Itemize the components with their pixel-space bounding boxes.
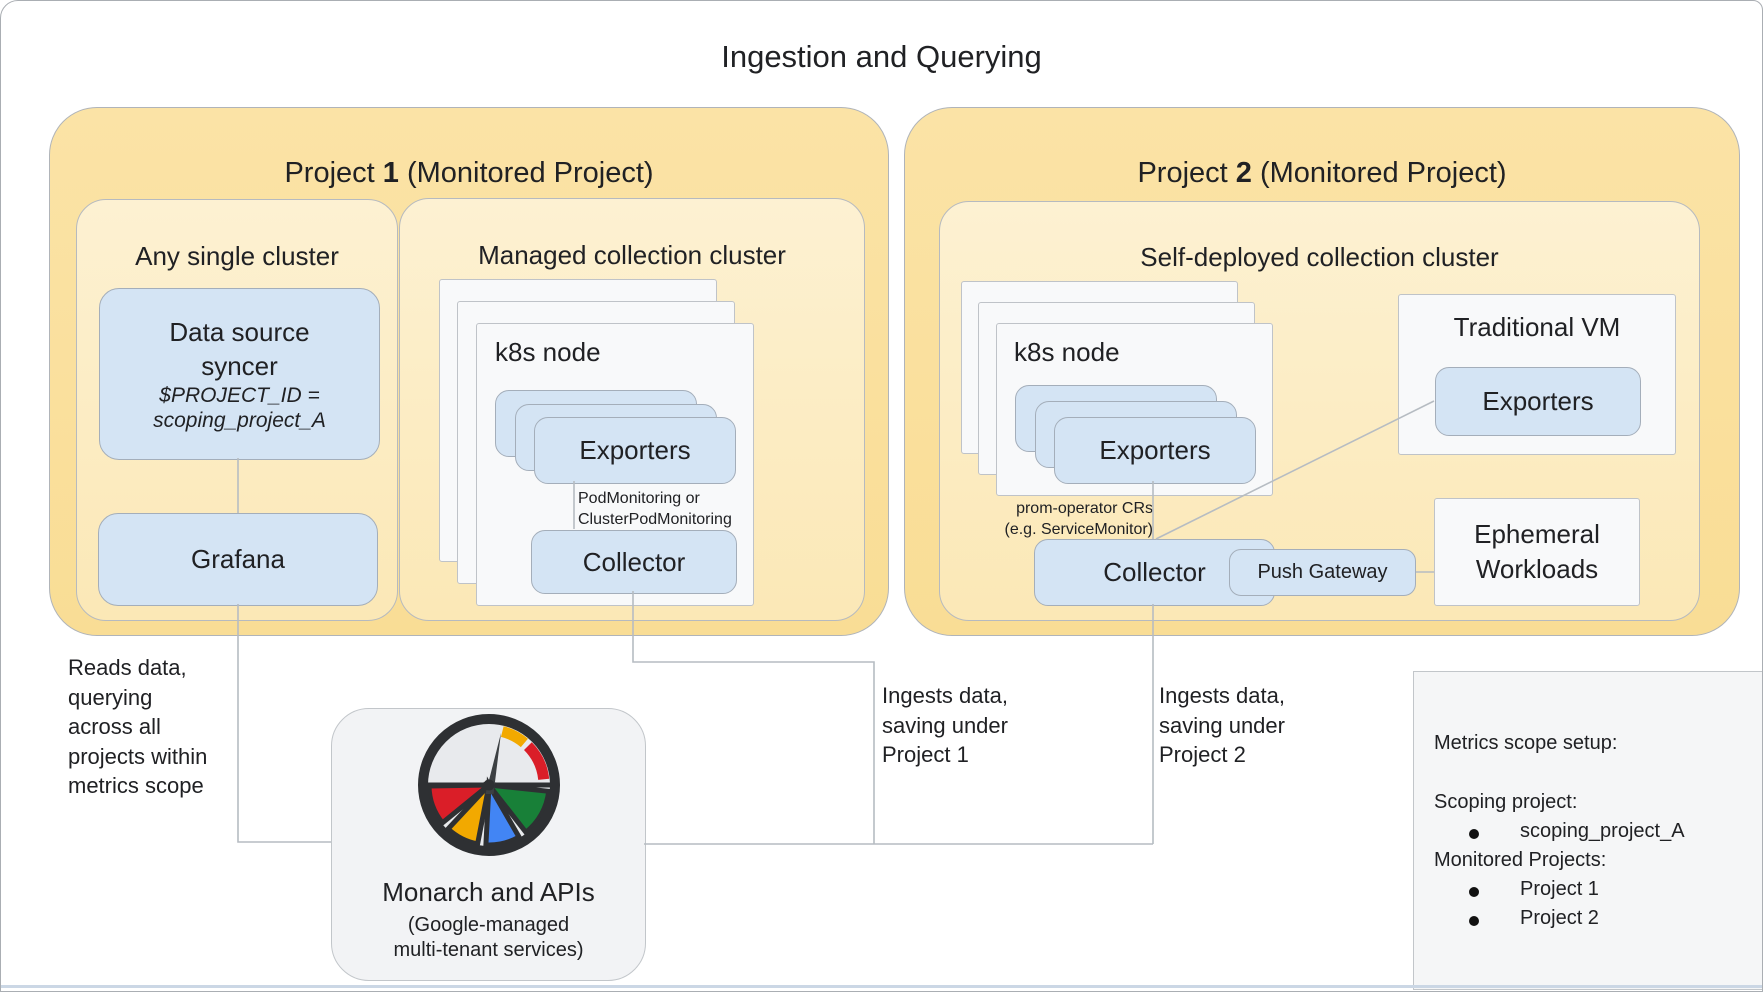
k8s-node-box: k8s node Exporters PodMonitoring or Clus… <box>476 323 754 606</box>
scoping-project-value: scoping_project_A <box>1520 820 1685 842</box>
gauge-rim-red <box>523 742 550 781</box>
exporters-box-p2: Exporters <box>1054 417 1256 484</box>
monitored-projects-label: Monitored Projects: <box>1434 849 1607 871</box>
reads-data-label: Reads data, querying across all projects… <box>68 655 208 798</box>
monarch-title: Monarch and APIs <box>382 877 595 907</box>
exporters-box: Exporters <box>534 417 736 484</box>
window-bottom-edge <box>1 985 1762 988</box>
monarch-subtitle-line2: multi-tenant services) <box>393 939 584 961</box>
k8s-node-label: k8s node <box>495 337 601 367</box>
project-1-title-number: 1 <box>382 157 399 189</box>
project-1-title: Project 1 (Monitored Project) <box>50 157 888 190</box>
project-1-title-prefix: Project <box>284 157 383 189</box>
collector-box-project1: Collector <box>531 530 737 594</box>
ingests-project1-label: Ingests data, saving under Project 1 <box>882 683 1008 767</box>
grafana-label: Grafana <box>191 544 285 574</box>
monarch-box: Monarch and APIs (Google-managed multi-t… <box>331 708 646 981</box>
page-title: Ingestion and Querying <box>721 39 1042 74</box>
gauge-wedge-blue <box>483 776 523 848</box>
ephemeral-workloads-line2: Workloads <box>1475 554 1599 584</box>
prom-operator-note: prom-operator CRs (e.g. ServiceMonitor) <box>953 498 1154 540</box>
gauge-hub <box>483 779 495 791</box>
push-gateway-box: Push Gateway <box>1229 549 1416 596</box>
gauge-wedge-green <box>483 781 552 836</box>
project-id-variable-line2: scoping_project_A <box>153 409 326 432</box>
traditional-vm-exporters-label: Exporters <box>1482 386 1594 416</box>
traditional-vm-box: Traditional VM Exporters <box>1398 294 1676 455</box>
bullet-dot <box>1469 916 1479 926</box>
project-2-title-number: 2 <box>1235 157 1252 189</box>
project-id-variable-line1: $PROJECT_ID = <box>159 384 320 407</box>
gauge-needle <box>485 733 501 794</box>
pod-monitoring-note: PodMonitoring or ClusterPodMonitoring <box>578 488 732 530</box>
traditional-vm-title: Traditional VM <box>1453 312 1621 342</box>
project-2-title-suffix: (Monitored Project) <box>1251 157 1507 189</box>
gauge-ring <box>418 714 560 856</box>
traditional-vm-exporters-box: Exporters <box>1435 367 1641 436</box>
data-source-syncer-box: Data source syncer $PROJECT_ID = scoping… <box>99 288 380 460</box>
exporters-label-p2: Exporters <box>1099 435 1211 465</box>
metrics-scope-box: Metrics scope setup: Scoping project: sc… <box>1413 671 1762 990</box>
connector-grafana-to-monarch <box>237 604 331 843</box>
prom-operator-note-line2: (e.g. ServiceMonitor) <box>1004 521 1154 538</box>
push-gateway-label: Push Gateway <box>1257 561 1388 583</box>
bullet-dot <box>1469 829 1479 839</box>
project-2-title: Project 2 (Monitored Project) <box>905 157 1739 190</box>
prom-operator-note-line1: prom-operator CRs <box>1016 500 1153 517</box>
gauge-rim-yellow <box>500 726 528 748</box>
metrics-scope-heading: Metrics scope setup: <box>1434 732 1618 754</box>
scoping-project-label: Scoping project: <box>1434 791 1578 813</box>
ephemeral-workloads-line1: Ephemeral <box>1474 519 1600 549</box>
project-2-title-prefix: Project <box>1137 157 1236 189</box>
monitored-project-2: Project 2 <box>1520 907 1599 929</box>
data-source-syncer-label-line1: Data source <box>169 317 310 347</box>
self-deployed-cluster-title: Self-deployed collection cluster <box>1140 242 1499 272</box>
any-single-cluster-title: Any single cluster <box>135 241 339 271</box>
data-source-syncer-label-line2: syncer <box>201 351 278 381</box>
managed-collection-cluster-title: Managed collection cluster <box>478 240 786 270</box>
monitored-project-1: Project 1 <box>1520 878 1599 900</box>
bullet-dot <box>1469 887 1479 897</box>
k8s-node-label-p2: k8s node <box>1014 337 1120 367</box>
gauge-wedge-yellow <box>444 776 494 847</box>
collector-label-project1: Collector <box>582 546 686 577</box>
collector-label-project2: Collector <box>1103 557 1206 587</box>
project-1-title-suffix: (Monitored Project) <box>398 157 654 189</box>
exporters-label: Exporters <box>579 435 691 465</box>
ephemeral-workloads-box: Ephemeral Workloads <box>1434 498 1640 606</box>
k8s-node-box-p2: k8s node Exporters <box>996 323 1273 496</box>
monarch-subtitle-line1: (Google-managed <box>407 914 570 936</box>
pod-monitoring-note-line2: ClusterPodMonitoring <box>578 511 732 528</box>
monitoring-gauge-icon <box>418 714 560 856</box>
grafana-box: Grafana <box>98 513 378 606</box>
ingests-project2-label: Ingests data, saving under Project 2 <box>1159 683 1285 767</box>
pod-monitoring-note-line1: PodMonitoring or <box>578 490 700 507</box>
monarch-subtitle: (Google-managed multi-tenant services) <box>332 913 645 963</box>
